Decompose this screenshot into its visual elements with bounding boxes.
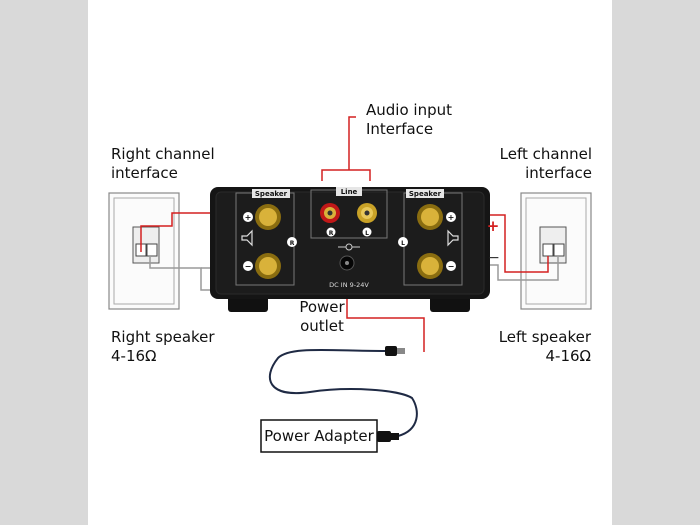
left-margin bbox=[0, 0, 88, 525]
power-outlet-label: Power outlet bbox=[297, 298, 347, 336]
right-channel-line2: interface bbox=[111, 164, 178, 182]
power-adapter-box bbox=[260, 419, 378, 453]
line-bracket bbox=[321, 169, 371, 181]
power-adapter-label: Power Adapter bbox=[264, 427, 374, 445]
adapter-plug bbox=[377, 431, 391, 442]
right-channel-line1: Right channel bbox=[111, 145, 215, 163]
speaker-label-left: Speaker bbox=[255, 190, 288, 198]
minus-marker: − bbox=[488, 250, 500, 266]
channel-l-label: L bbox=[401, 240, 405, 247]
left-speaker-label: Left speaker 4-16Ω bbox=[495, 328, 591, 366]
audio-input-callout bbox=[348, 116, 356, 170]
power-cable bbox=[268, 348, 418, 437]
dc-plug-tip bbox=[397, 348, 405, 354]
right-speaker-line2: 4-16Ω bbox=[111, 347, 157, 365]
plus-marker: + bbox=[487, 217, 500, 235]
left-channel-line2: interface bbox=[525, 164, 592, 182]
right-speaker-box bbox=[108, 192, 180, 310]
right-channel-label: Right channel interface bbox=[111, 145, 215, 183]
left-speaker-line2: 4-16Ω bbox=[545, 347, 591, 365]
minus-left: − bbox=[245, 262, 252, 271]
line-label: Line bbox=[341, 188, 358, 196]
right-speaker-label: Right speaker 4-16Ω bbox=[111, 328, 215, 366]
dc-plug bbox=[385, 346, 397, 356]
right-speaker-line1: Right speaker bbox=[111, 328, 215, 346]
audio-input-line1: Audio input bbox=[366, 101, 452, 119]
power-outlet-line2: outlet bbox=[300, 317, 344, 335]
channel-r-label: R bbox=[290, 240, 295, 247]
minus-right: − bbox=[448, 262, 455, 271]
line-r-label: R bbox=[329, 230, 334, 237]
speaker-label-right: Speaker bbox=[409, 190, 442, 198]
left-channel-line1: Left channel bbox=[499, 145, 592, 163]
left-speaker-line1: Left speaker bbox=[498, 328, 591, 346]
left-speaker-box bbox=[520, 192, 592, 310]
right-margin bbox=[612, 0, 700, 525]
plus-right: + bbox=[448, 213, 455, 222]
audio-input-label: Audio input Interface bbox=[366, 101, 452, 139]
dc-in-label: DC IN 9-24V bbox=[329, 281, 369, 289]
line-l-label: L bbox=[365, 230, 369, 237]
plus-left: + bbox=[245, 213, 252, 222]
left-channel-label: Left channel interface bbox=[491, 145, 592, 183]
power-outlet-line1: Power bbox=[299, 298, 345, 316]
audio-input-line2: Interface bbox=[366, 120, 434, 138]
adapter-plug-tip bbox=[391, 433, 399, 440]
amplifier bbox=[210, 187, 490, 312]
